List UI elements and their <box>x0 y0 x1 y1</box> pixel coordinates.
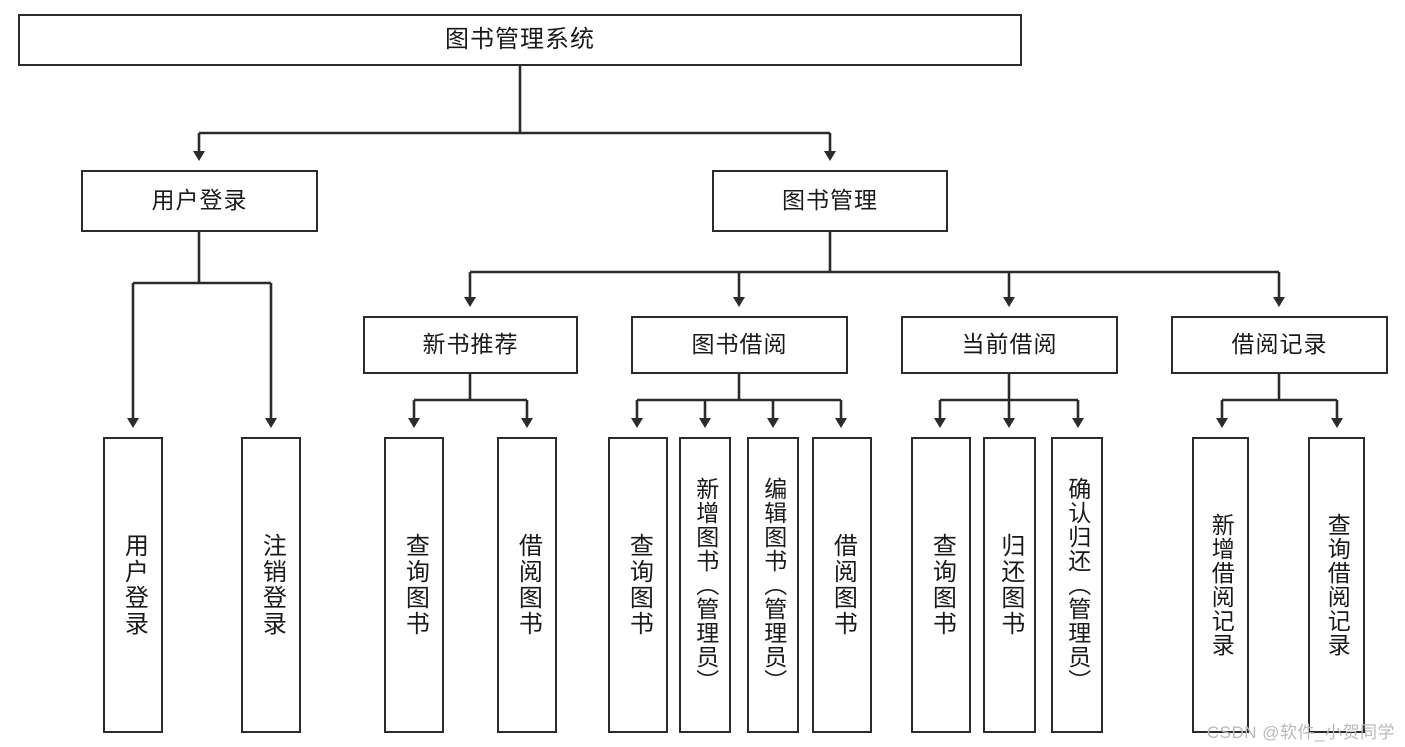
leaf-label: 查询图书 <box>928 533 956 637</box>
node-new-book-recommendation[interactable]: 新书推荐 <box>363 316 578 374</box>
node-label: 图书管理系统 <box>445 25 595 53</box>
node-label: 借阅记录 <box>1231 331 1328 358</box>
node-label: 图书借阅 <box>691 331 788 358</box>
leaf-label: 新增借阅记录 <box>1208 513 1235 657</box>
node-root-book-management-system[interactable]: 图书管理系统 <box>18 14 1022 66</box>
watermark: CSDN @软件_小贺同学 <box>1206 723 1395 742</box>
leaf-label: 查询借阅记录 <box>1324 513 1351 657</box>
node-label: 当前借阅 <box>961 331 1058 358</box>
leaf-query-borrowing-record[interactable]: 查询借阅记录 <box>1308 437 1365 733</box>
leaf-label: 查询图书 <box>401 533 429 637</box>
leaf-borrow-book-borrowing[interactable]: 借阅图书 <box>812 437 872 733</box>
leaf-user-login[interactable]: 用户登录 <box>103 437 163 733</box>
leaf-return-book[interactable]: 归还图书 <box>983 437 1036 733</box>
node-borrowing-record[interactable]: 借阅记录 <box>1171 316 1388 374</box>
node-book-borrowing[interactable]: 图书借阅 <box>631 316 848 374</box>
leaf-label: 新增图书（管理员） <box>692 477 719 693</box>
node-book-management[interactable]: 图书管理 <box>712 170 948 232</box>
node-user-login[interactable]: 用户登录 <box>81 170 318 232</box>
node-label: 图书管理 <box>782 187 878 214</box>
leaf-query-book-new[interactable]: 查询图书 <box>384 437 444 733</box>
leaf-label: 注销登录 <box>258 533 286 637</box>
leaf-label: 借阅图书 <box>514 533 542 637</box>
node-current-borrowing[interactable]: 当前借阅 <box>901 316 1118 374</box>
leaf-add-book-admin[interactable]: 新增图书（管理员） <box>679 437 731 733</box>
leaf-logout[interactable]: 注销登录 <box>241 437 301 733</box>
leaf-label: 用户登录 <box>120 533 148 637</box>
leaf-query-book-current[interactable]: 查询图书 <box>911 437 971 733</box>
leaf-query-book-borrowing[interactable]: 查询图书 <box>608 437 668 733</box>
leaf-label: 归还图书 <box>996 533 1024 637</box>
node-label: 新书推荐 <box>422 331 519 358</box>
leaf-label: 查询图书 <box>625 533 653 637</box>
leaf-add-borrowing-record[interactable]: 新增借阅记录 <box>1192 437 1249 733</box>
node-label: 用户登录 <box>151 187 248 214</box>
leaf-label: 编辑图书（管理员） <box>760 477 787 693</box>
leaf-label: 确认归还（管理员） <box>1064 477 1091 693</box>
leaf-label: 借阅图书 <box>829 533 857 637</box>
leaf-borrow-book-new[interactable]: 借阅图书 <box>497 437 557 733</box>
leaf-edit-book-admin[interactable]: 编辑图书（管理员） <box>747 437 799 733</box>
leaf-confirm-return-admin[interactable]: 确认归还（管理员） <box>1051 437 1103 733</box>
